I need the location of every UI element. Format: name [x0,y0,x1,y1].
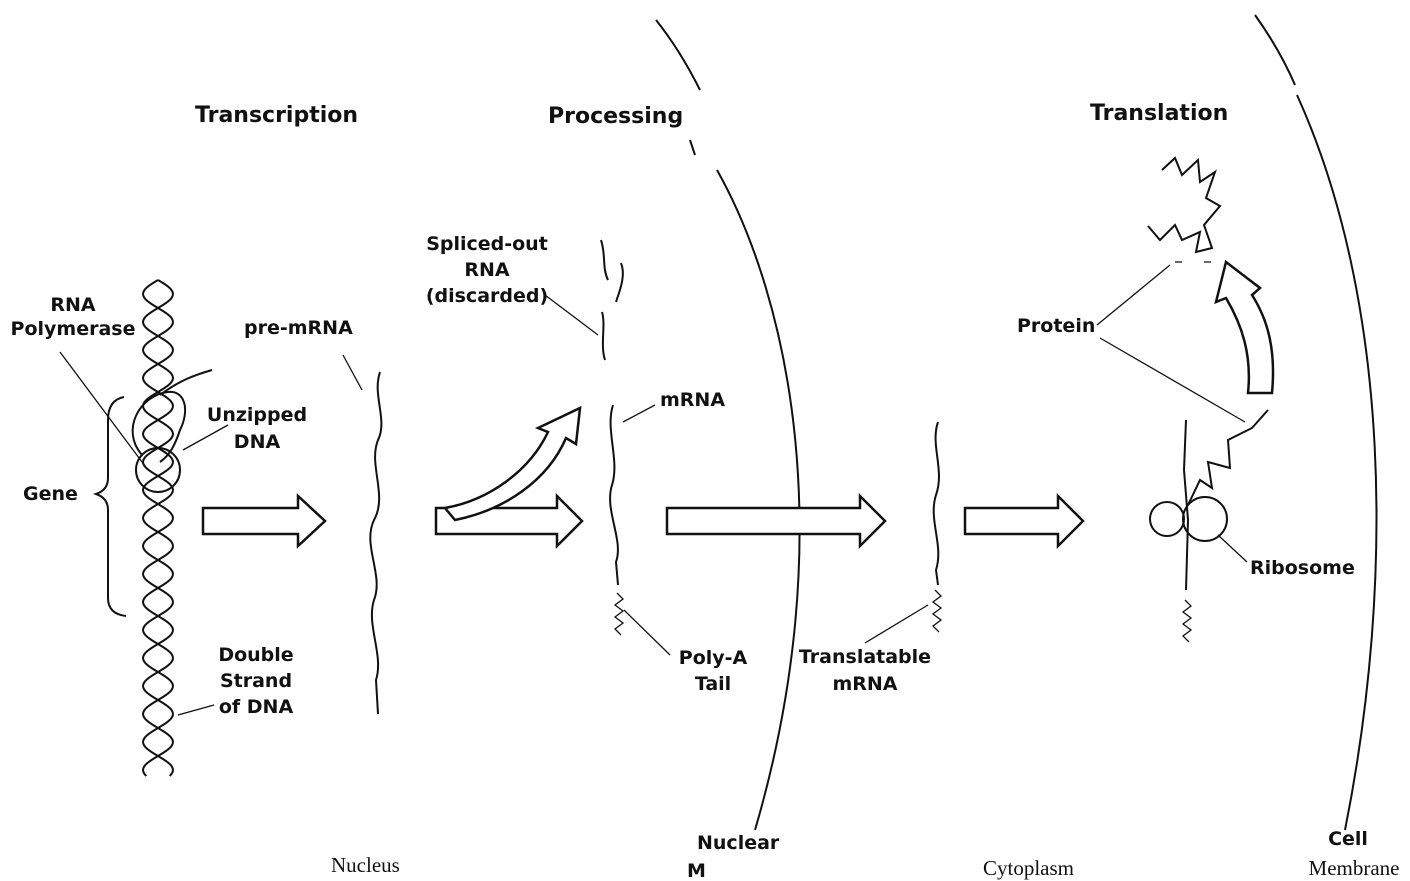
label-double-strand-line2: Strand [220,670,292,692]
gene-brace [92,396,127,617]
label-protein: Protein [1017,315,1095,337]
spliced-out-rna-fragments [600,239,624,361]
arrow-protein-release [1214,259,1275,395]
label-poly-a-line2: Tail [695,673,731,695]
leader-lines [59,264,1248,716]
label-rna-polymerase-line1: RNA [50,294,96,316]
arrow-splice-branch [442,405,582,522]
heading-translation: Translation [1090,101,1228,126]
region-nucleus: Nucleus [331,853,400,877]
label-double-strand-line3: of DNA [219,696,294,718]
pre-mrna-strand [369,371,383,715]
label-gene: Gene [23,483,78,505]
label-pre-mrna: pre-mRNA [244,317,353,339]
region-cytoplasm: Cytoplasm [983,856,1074,880]
label-spliced-out-line1: Spliced-out [426,233,548,255]
label-unzipped-dna-line1: Unzipped [207,404,307,426]
label-translatable-line1: Translatable [799,646,931,668]
released-protein [1147,156,1222,254]
region-nuclear-membrane-line1: Nuclear [697,832,780,854]
mrna-strand [609,404,625,636]
region-nuclear-membrane-line2: M [687,860,706,881]
cell-membrane [1254,14,1378,831]
label-mrna: mRNA [660,389,725,411]
nuclear-membrane [655,19,801,831]
label-double-strand-line1: Double [218,644,293,666]
region-cell-membrane-line1: Cell [1328,828,1368,850]
dna-double-helix [141,279,175,777]
label-poly-a-line1: Poly-A [679,647,748,669]
label-spliced-out-line2: RNA [464,259,510,281]
label-translatable-line2: mRNA [832,673,897,695]
heading-transcription: Transcription [195,103,358,128]
label-unzipped-dna-line2: DNA [234,431,281,453]
heading-processing: Processing [548,104,683,129]
arrow-transcription [201,493,327,549]
arrow-translation [963,492,1085,550]
ribosome-complex [1149,409,1269,643]
label-rna-polymerase-line2: Polymerase [11,318,136,340]
arrow-export [665,492,887,550]
region-cell-membrane-line2: Membrane [1309,856,1400,880]
label-spliced-out-line3: (discarded) [426,285,548,307]
arrow-processing [434,492,584,550]
label-ribosome: Ribosome [1250,557,1355,579]
rna-polymerase [131,369,213,493]
translatable-mrna-strand [931,421,943,633]
